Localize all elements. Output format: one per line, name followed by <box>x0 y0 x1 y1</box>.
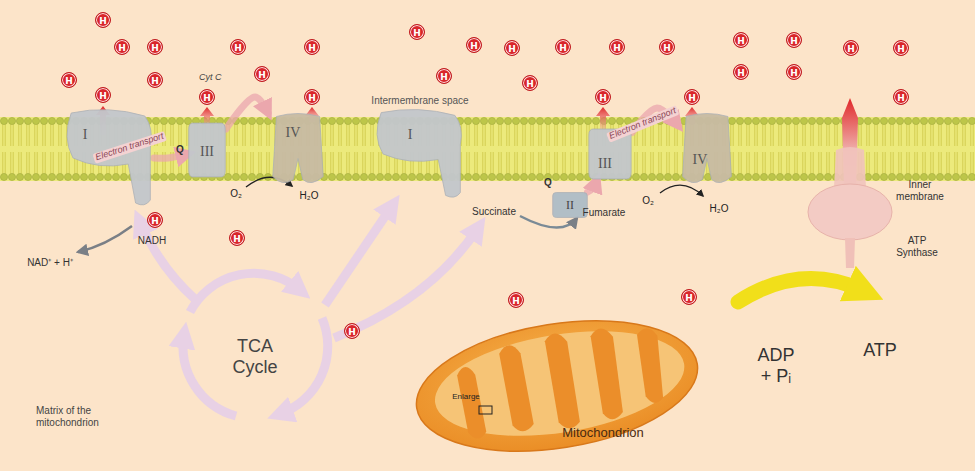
complex-iv-label: IV <box>286 125 301 141</box>
proton-symbol: H <box>522 75 538 91</box>
atp-lower-stalk <box>845 238 855 268</box>
proton-symbol: H <box>147 39 163 55</box>
proton-symbol: H <box>344 323 360 339</box>
complex-iv-outline <box>683 114 732 183</box>
edge-label: Electron transport <box>92 131 166 164</box>
complex-ii: II <box>552 192 588 218</box>
proton-symbol: H <box>230 39 246 55</box>
atp-membrane-part <box>834 147 866 188</box>
text-label: ADP + Pᵢ <box>753 345 799 386</box>
proton-symbol: H <box>199 89 215 105</box>
text-label: Q <box>176 144 184 156</box>
nadh-arrow <box>78 226 132 252</box>
proton-symbol: H <box>504 40 520 56</box>
proton-symbol: H <box>609 39 625 55</box>
complex-iv-shape <box>678 112 736 187</box>
proton-symbol: H <box>147 212 163 228</box>
text-label: Succinate <box>472 206 516 218</box>
atp-head <box>808 184 892 240</box>
complex-i: I <box>372 108 464 200</box>
text-label: Enlarge <box>452 392 480 401</box>
complex-iii-label: III <box>598 156 612 172</box>
text-label: NADH <box>138 235 166 247</box>
complex-i-outline <box>377 110 461 198</box>
proton-symbol: H <box>684 89 700 105</box>
proton-symbol: H <box>304 89 320 105</box>
proton-symbol: H <box>555 39 571 55</box>
proton-symbol: H <box>114 39 130 55</box>
proton-symbol: H <box>409 24 425 40</box>
text-label: Fumarate <box>583 207 626 219</box>
complex-iii: III <box>188 122 226 178</box>
text-label: Matrix of the mitochondrion <box>36 405 112 428</box>
atp-synthesis-arrow <box>738 278 862 302</box>
complex-iv-shape <box>268 112 328 187</box>
proton-symbol: H <box>843 40 859 56</box>
text-label: O₂ <box>642 195 654 207</box>
proton-symbol: H <box>893 40 909 56</box>
text-label: O₂ <box>230 188 242 200</box>
complex-iv-outline <box>273 114 323 183</box>
electron-transport-arrow <box>226 97 268 129</box>
text-label: H₂O <box>300 190 319 202</box>
complex-i-shape <box>372 108 464 200</box>
proton-symbol: H <box>893 89 909 105</box>
atp-synthase: ATP Synthase <box>800 92 944 274</box>
proton-symbol: H <box>466 37 482 53</box>
text-label: Mitochondrion <box>562 426 644 441</box>
proton-symbol: H <box>147 72 163 88</box>
proton-symbol: H <box>681 289 697 305</box>
proton-symbol: H <box>595 89 611 105</box>
text-label: TCA Cycle <box>224 336 286 377</box>
complex-iv-label: IV <box>693 152 708 168</box>
edge-label: Cyt C <box>197 73 224 83</box>
inner-membrane-label: Inner membrane <box>894 179 946 202</box>
complex-ii-outline <box>553 193 588 218</box>
atp-synthase-label: ATP Synthase <box>894 235 940 258</box>
proton-symbol: H <box>659 39 675 55</box>
proton-symbol: H <box>786 64 802 80</box>
proton-symbol: H <box>304 39 320 55</box>
proton-symbol: H <box>254 66 270 82</box>
text-label: ATP <box>863 340 897 361</box>
complex-iv: IV <box>678 112 736 187</box>
complex-iii-label: III <box>200 144 214 160</box>
mitochondrion-figure <box>407 303 707 470</box>
proton-symbol: H <box>733 64 749 80</box>
proton-symbol: H <box>508 292 524 308</box>
proton-symbol: H <box>61 72 77 88</box>
complex-i-label: I <box>408 127 413 143</box>
edge-label: Electron transport <box>606 105 679 142</box>
complex-iii-outline <box>189 123 225 177</box>
complex-iv: IV <box>268 112 328 187</box>
text-label: Q <box>544 177 552 189</box>
complex-i-label: I <box>83 127 88 143</box>
proton-symbol: H <box>95 87 111 103</box>
proton-symbol: H <box>95 12 111 28</box>
text-label: Intermembrane space <box>371 95 468 107</box>
text-label: NAD⁺ + H⁺ <box>27 257 73 269</box>
electron-transport-arrow <box>588 180 597 192</box>
text-label: H₂O <box>710 203 729 215</box>
proton-symbol: H <box>229 230 245 246</box>
proton-symbol: H <box>786 32 802 48</box>
proton-symbol: H <box>436 68 452 84</box>
oxygen-arrow <box>660 185 703 196</box>
proton-symbol: H <box>733 32 749 48</box>
enlarge-box <box>479 406 492 414</box>
complex-ii-label: II <box>566 199 574 213</box>
